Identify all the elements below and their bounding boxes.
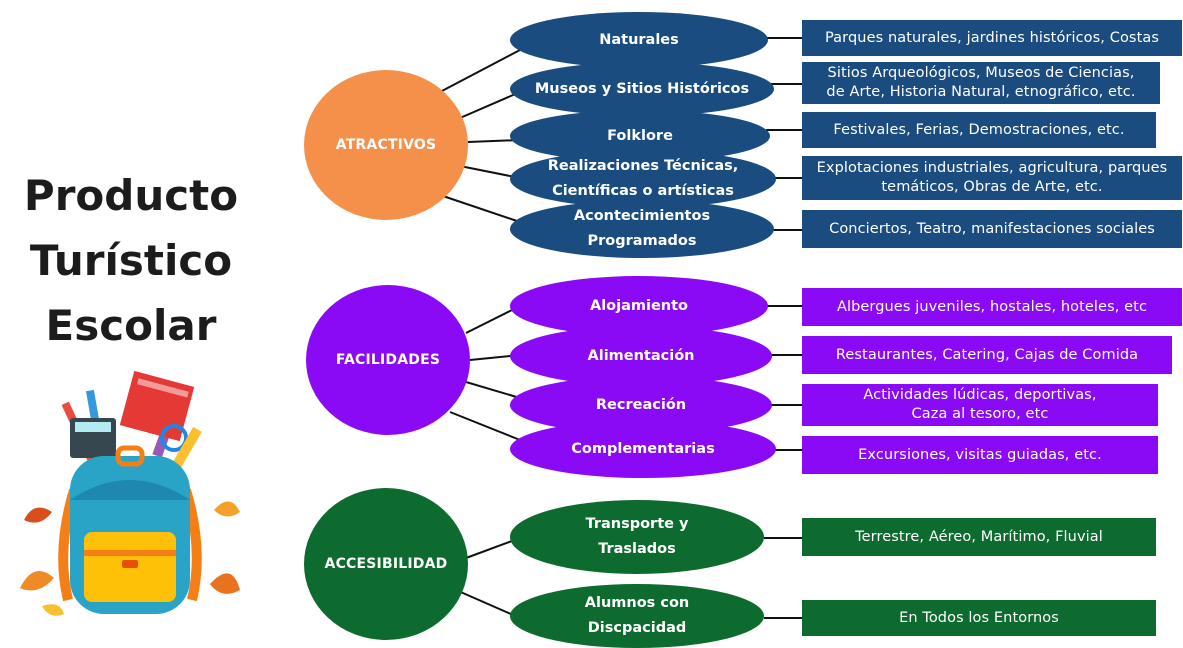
node-alumnos: Alumnos con Discpacidad [510,584,764,648]
node-recreacion: Recreación [510,376,772,434]
node-label: Alojamiento [589,297,689,314]
category-label: ATRACTIVOS [335,137,437,153]
connector-facilidades-recreacion [465,381,521,399]
connector-accesibilidad-alumnos [455,589,521,619]
node-label-line-1: Transporte y [585,516,689,532]
detail-transporte: Terrestre, Aéreo, Marítimo, Fluvial [802,518,1156,556]
detail-acontecimientos: Conciertos, Teatro, manifestaciones soci… [802,210,1182,248]
node-label-line-1: Acontecimientos [573,208,711,224]
node-label: Alimentación [587,347,695,364]
detail-text: Excursiones, visitas guiadas, etc. [858,446,1102,463]
connector-atractivos-acontecimientos [439,194,521,223]
detail-line-1: Sitios Arqueológicos, Museos de Ciencias… [827,65,1135,81]
title-line-1: Producto [23,171,239,220]
node-naturales: Naturales [510,12,768,68]
category-accesibilidad: ACCESIBILIDAD [304,488,468,640]
detail-text: En Todos los Entornos [899,609,1059,626]
detail-line-2: de Arte, Historia Natural, etnográfico, … [826,84,1136,100]
backpack-illustration [20,370,240,616]
node-label-line-1: Alumnos con [584,595,690,611]
detail-complementarias: Excursiones, visitas guiadas, etc. [802,436,1158,474]
node-label: Complementarias [571,440,715,457]
connector-facilidades-complementarias [449,411,521,441]
node-realizaciones: Realizaciones Técnicas, Científicas o ar… [510,150,776,208]
detail-text: Restaurantes, Catering, Cajas de Comida [835,346,1139,363]
node-complementarias: Complementarias [510,420,776,478]
detail-realizaciones: Explotaciones industriales, agricultura,… [802,156,1182,200]
node-label: Naturales [599,31,679,48]
detail-text: Parques naturales, jardines históricos, … [824,29,1160,46]
node-label-line-2: Científicas o artísticas [552,183,734,199]
detail-text: Conciertos, Teatro, manifestaciones soci… [829,220,1155,237]
page-title: Producto Turístico Escolar [0,163,262,358]
node-acontecimientos: Acontecimientos Programados [510,200,774,258]
detail-line-2: Caza al tesoro, etc [911,406,1049,422]
title-line-2: Turístico [29,236,233,285]
detail-naturales: Parques naturales, jardines históricos, … [802,20,1182,56]
node-museos: Museos y Sitios Históricos [510,62,774,116]
detail-alumnos: En Todos los Entornos [802,600,1156,636]
category-label: ACCESIBILIDAD [324,556,448,572]
node-transporte: Transporte y Traslados [510,500,764,574]
node-label: Recreación [595,396,687,413]
detail-folklore: Festivales, Ferias, Demostraciones, etc. [802,112,1156,148]
detail-alimentacion: Restaurantes, Catering, Cajas de Comida [802,336,1172,374]
node-label: Museos y Sitios Históricos [534,80,750,97]
detail-text: Festivales, Ferias, Demostraciones, etc. [833,121,1125,138]
connector-atractivos-museos [459,91,521,119]
detail-text: Terrestre, Aéreo, Marítimo, Fluvial [855,528,1103,545]
node-label-line-2: Programados [587,233,697,249]
connector-atractivos-naturales [439,49,521,93]
node-label-line-2: Discpacidad [587,620,687,636]
node-label: Folklore [607,127,673,144]
detail-recreacion: Actividades lúdicas, deportivas, Caza al… [802,384,1158,426]
detail-line-1: Explotaciones industriales, agricultura,… [816,160,1168,176]
category-facilidades: FACILIDADES [306,285,470,435]
detail-line-1: Actividades lúdicas, deportivas, [863,387,1097,403]
category-atractivos: ATRACTIVOS [304,70,468,220]
node-label-line-1: Realizaciones Técnicas, [547,158,739,174]
detail-museos: Sitios Arqueológicos, Museos de Ciencias… [802,62,1160,104]
detail-alojamiento: Albergues juveniles, hostales, hoteles, … [802,288,1182,326]
node-label-line-2: Traslados [598,541,676,557]
title-line-3: Escolar [45,301,217,350]
detail-line-2: temáticos, Obras de Arte, etc. [881,179,1103,195]
category-label: FACILIDADES [335,352,441,368]
detail-text: Albergues juveniles, hostales, hoteles, … [836,298,1148,315]
